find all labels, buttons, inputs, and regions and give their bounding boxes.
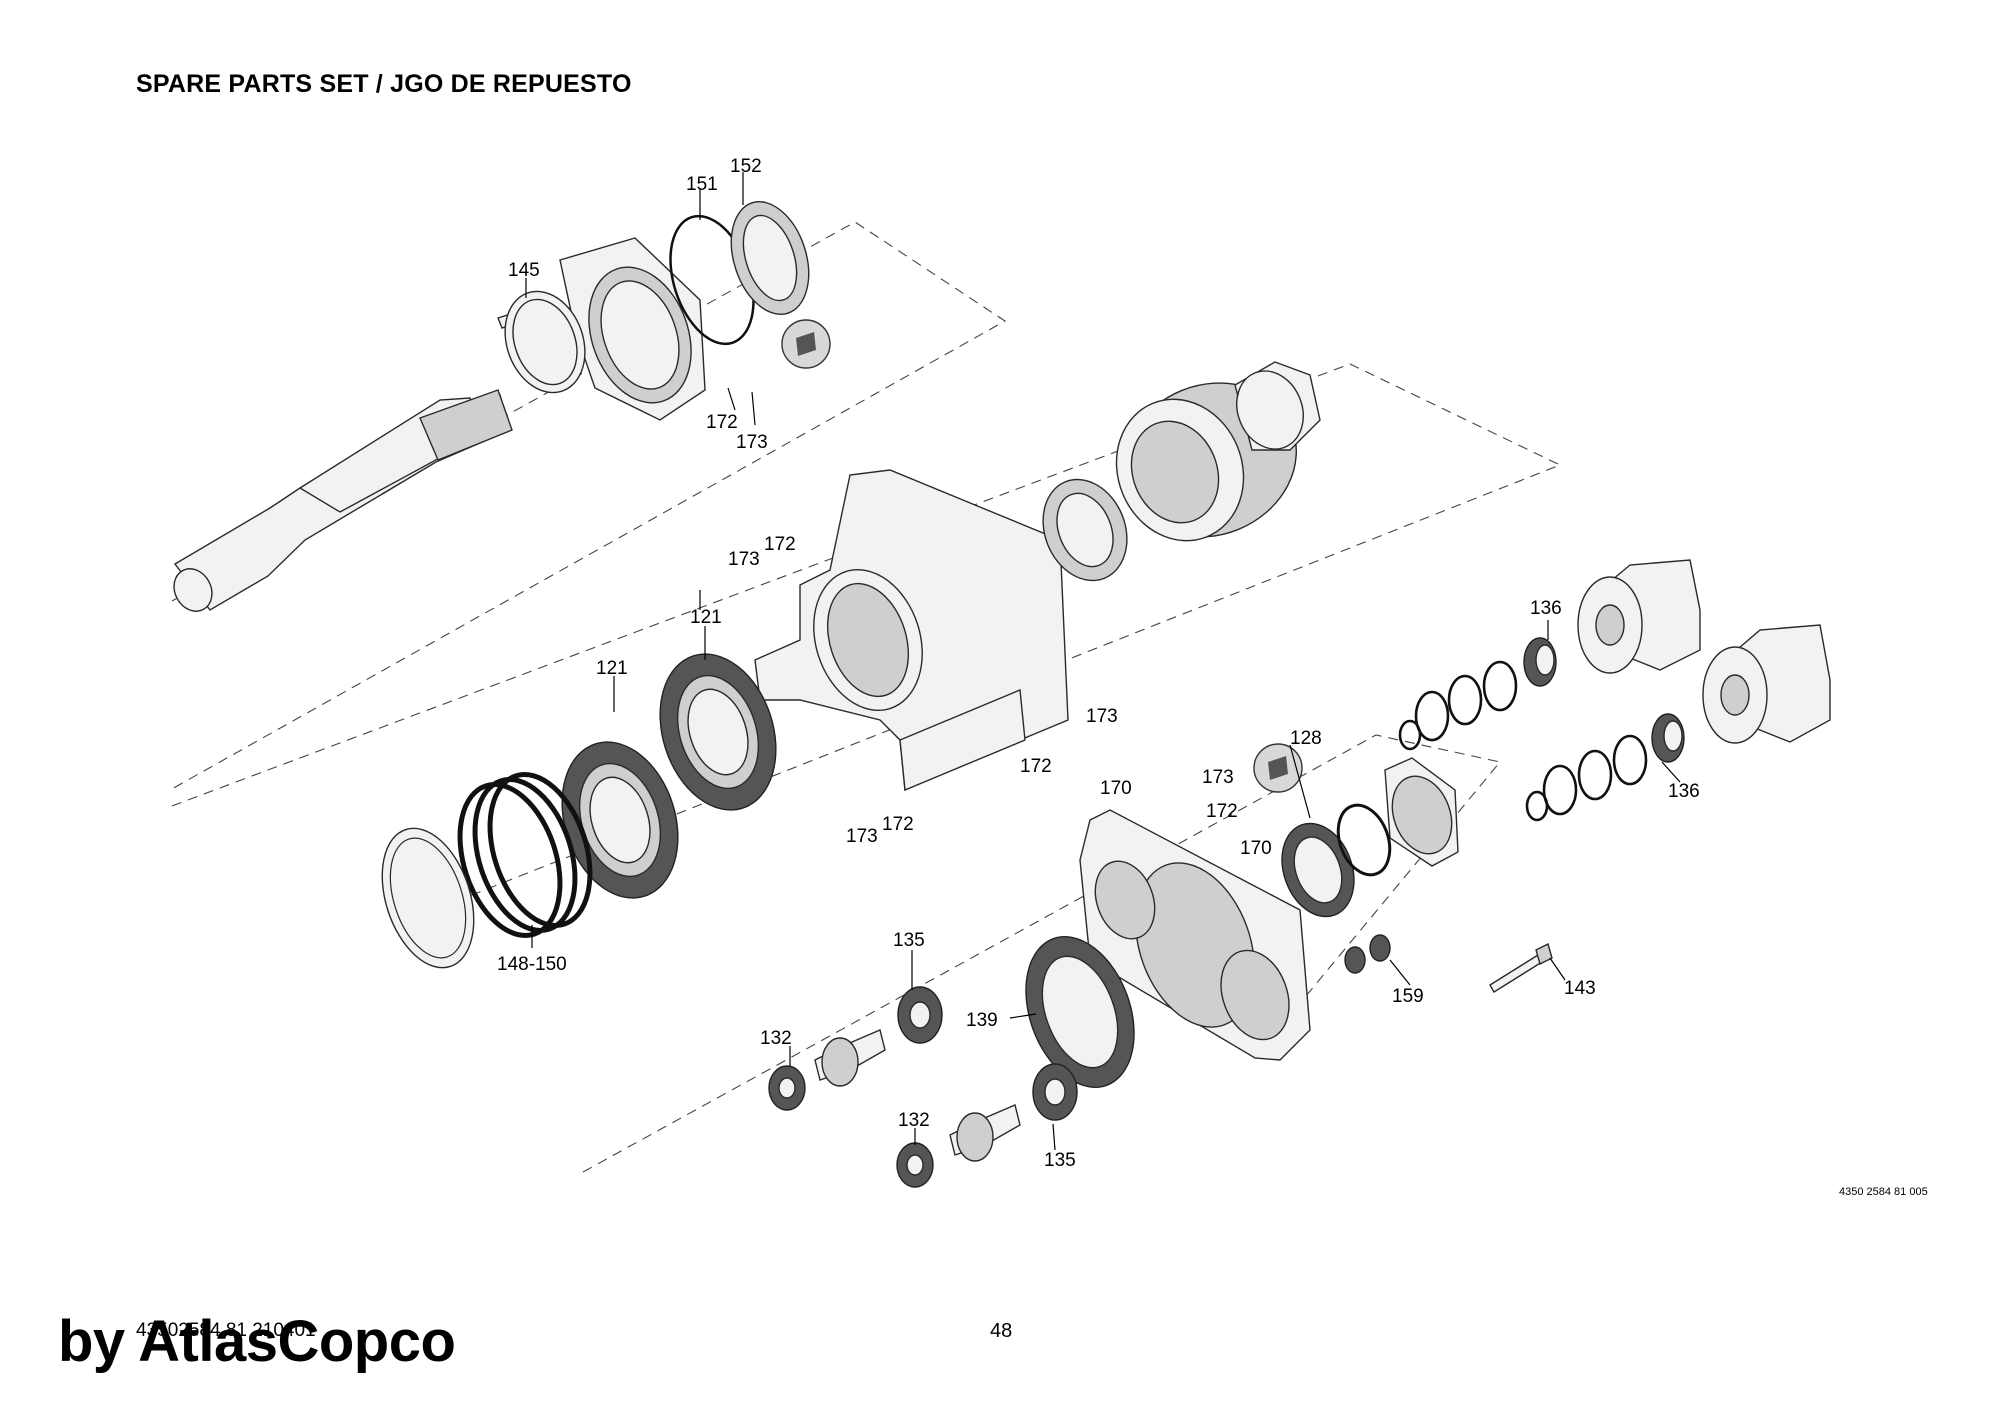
callout-132: 132 [898,1110,930,1131]
bearing-135-upper [897,986,943,1044]
gearbox-housing [754,469,1069,792]
callout-170: 170 [1240,838,1272,859]
callout-152: 152 [730,156,762,177]
callout-172: 172 [764,534,796,555]
callout-172: 172 [1020,756,1052,777]
hydraulic-motor-lower [1702,624,1831,744]
callout-labels: 151 152 145 172 173 173 172 121 121 173 … [497,156,1700,1171]
pinion-shaft-upper [814,1029,886,1087]
watermark: by AtlasCopco [58,1309,456,1374]
callout-172: 172 [706,412,738,433]
bearing-cover [1384,757,1459,867]
seal-128 [1281,822,1355,918]
callout-172: 172 [1206,801,1238,822]
callout-121: 121 [690,607,722,628]
leader-lines [525,172,1681,1151]
callout-136: 136 [1530,598,1562,619]
o-ring [1336,803,1392,877]
spacer-washer [381,827,475,969]
callout-132: 132 [760,1028,792,1049]
document-code: 43502584 81 210401 [136,1320,316,1341]
replace-icon [1253,743,1303,793]
seal-ring-152 [730,201,810,315]
bearing-121-b [659,653,777,811]
callout-173: 173 [1202,767,1234,788]
seal-rings-lower [1525,734,1648,822]
pinion-shaft-lower [949,1104,1021,1162]
callout-139: 139 [966,1010,998,1031]
bearing-135-lower [1032,1063,1078,1121]
coupling-136-lower [1651,713,1685,763]
drawing-reference: 4350 2584 81 005 [1839,1186,1928,1198]
bearing-132-upper [768,1065,806,1111]
plugs-159 [1344,934,1391,974]
callout-135: 135 [1044,1150,1076,1171]
planet-carrier [1234,361,1321,451]
callout-173: 173 [736,432,768,453]
callout-136: 136 [1668,781,1700,802]
seal-rings-upper [1398,660,1518,751]
page-title: SPARE PARTS SET / JGO DE REPUESTO [136,70,632,98]
replace-icon [781,319,831,369]
shim-rings-148-150 [457,771,593,939]
callout-143: 143 [1564,978,1596,999]
page-number: 48 [990,1320,1013,1342]
callout-151: 151 [686,174,718,195]
callout-145: 145 [508,260,540,281]
callout-121: 121 [596,658,628,679]
callout-173: 173 [1086,706,1118,727]
thrust-bearing [1042,478,1128,582]
callout-170: 170 [1100,778,1132,799]
coupling-136-upper [1523,637,1557,687]
callout-172: 172 [882,814,914,835]
output-shaft [173,389,513,612]
bearing-139 [1025,936,1135,1088]
callout-173: 173 [846,826,878,847]
callout-159: 159 [1392,986,1424,1007]
bearing-flange [497,237,706,421]
callout-128: 128 [1290,728,1322,749]
callout-148-150: 148-150 [497,954,567,975]
callout-173: 173 [728,549,760,570]
bearing-132-lower [896,1142,934,1188]
input-cover-plate [1079,809,1311,1061]
hydraulic-motor-upper [1577,559,1701,674]
callout-135: 135 [893,930,925,951]
bolt-143 [1489,942,1553,993]
